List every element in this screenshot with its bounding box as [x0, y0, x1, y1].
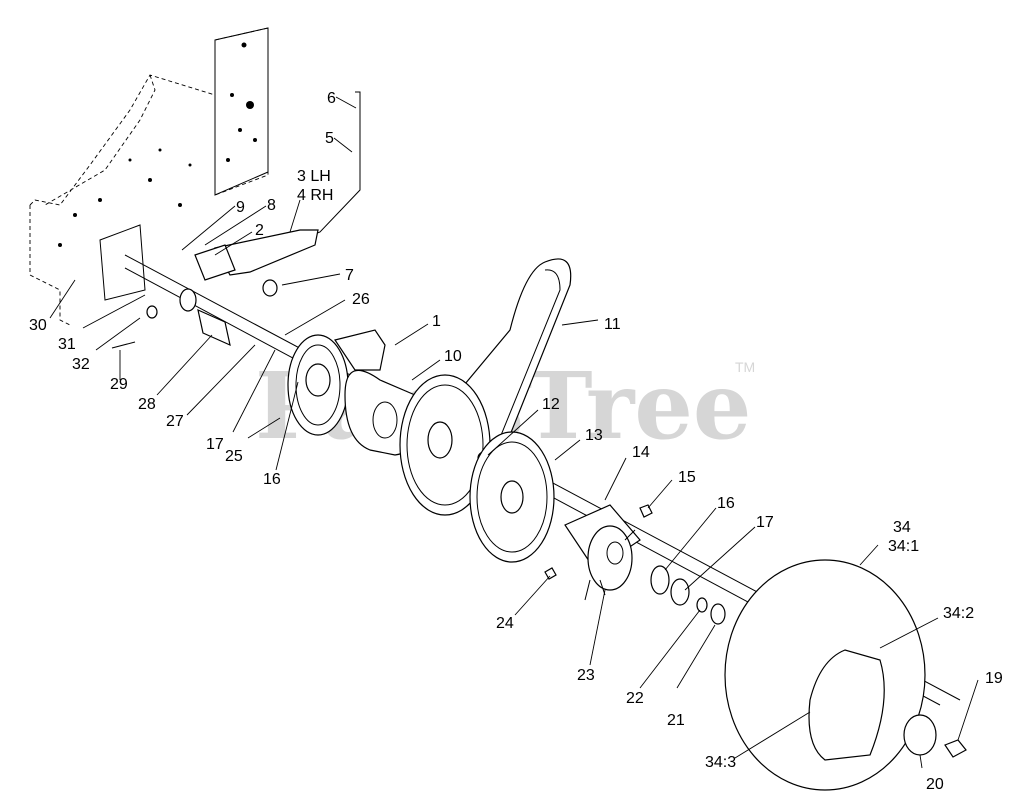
brake-lever-assembly	[194, 91, 386, 371]
bushings	[111, 288, 231, 349]
callout-12: 12	[542, 396, 560, 413]
callout-2: 2	[255, 222, 264, 239]
callout-9: 9	[236, 199, 245, 216]
callout-8: 8	[267, 197, 276, 214]
leader-lines	[49, 96, 979, 769]
callout-29: 29	[110, 376, 128, 393]
callout-5: 5	[325, 130, 334, 147]
callout-11: 11	[604, 316, 621, 333]
drive-pulley	[399, 374, 491, 516]
callout-3-lh: 3 LH	[297, 168, 331, 185]
callout-1: 1	[432, 313, 441, 330]
callout-10: 10	[444, 348, 462, 365]
callout-6: 6	[327, 90, 336, 107]
callout-24: 24	[496, 615, 514, 632]
callout-17-right: 17	[756, 514, 774, 531]
wheel-hub	[564, 504, 641, 601]
callout-34-2: 34:2	[943, 605, 974, 622]
brake-band	[287, 334, 349, 436]
driven-pulley	[469, 431, 555, 563]
callout-7: 7	[345, 267, 354, 284]
callout-4-rh: 4 RH	[297, 187, 333, 204]
callout-labels: 6 5 3 LH 4 RH 9 8 2 7 26 1 10 11 12 13 1…	[29, 90, 1003, 793]
callout-13: 13	[585, 427, 603, 444]
trademark-mark: TM	[735, 359, 755, 375]
callout-16-right: 16	[717, 495, 735, 512]
callout-19: 19	[985, 670, 1003, 687]
callout-25: 25	[225, 448, 243, 465]
callout-16-left: 16	[263, 471, 281, 488]
callout-22: 22	[626, 690, 644, 707]
callout-20: 20	[926, 776, 944, 793]
callout-15: 15	[678, 469, 696, 486]
callout-17-left: 17	[206, 436, 224, 453]
callout-21: 21	[667, 712, 685, 729]
callout-30: 30	[29, 317, 47, 334]
callout-31: 31	[58, 336, 76, 353]
callout-23: 23	[577, 667, 595, 684]
bearing-stack	[544, 504, 726, 625]
callout-34-1: 34:1	[888, 538, 919, 555]
wheel-and-tire	[724, 559, 967, 791]
callout-27: 27	[166, 413, 184, 430]
callout-26: 26	[352, 291, 370, 308]
callout-28: 28	[138, 396, 156, 413]
frame-outline	[29, 27, 269, 326]
callout-14: 14	[632, 444, 650, 461]
callout-34: 34	[893, 519, 911, 536]
callout-34-3: 34:3	[705, 754, 736, 771]
callout-32: 32	[72, 356, 90, 373]
